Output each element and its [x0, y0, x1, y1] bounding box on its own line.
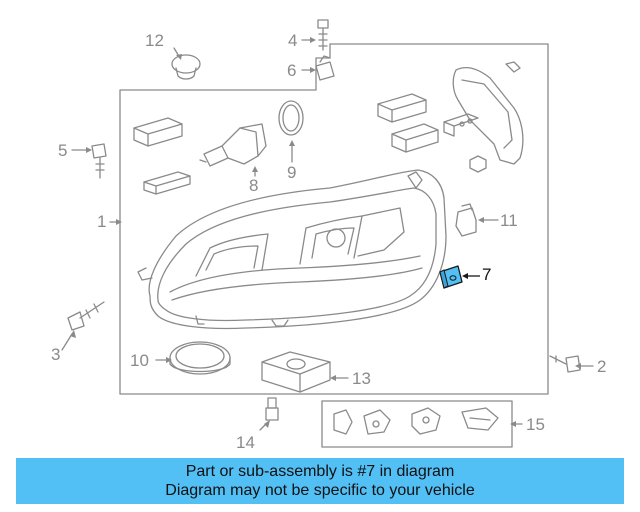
info-banner: Part or sub-assembly is #7 in diagram Di…	[16, 458, 624, 504]
callout-5: 5	[58, 141, 68, 160]
callout-13: 13	[352, 369, 371, 388]
seal-ring-10	[169, 341, 231, 375]
seal-ring-9	[278, 100, 304, 136]
callout-12: 12	[145, 31, 164, 50]
housing-cover	[452, 61, 524, 165]
adjuster-11	[455, 203, 477, 237]
callout-4: 4	[288, 31, 298, 50]
bolt-2	[549, 355, 581, 373]
module-group	[377, 93, 487, 173]
parts-diagram	[61, 19, 594, 448]
clip-6	[315, 55, 335, 81]
assembly-outline	[119, 43, 549, 395]
callout-7: 7	[482, 265, 492, 284]
bolt-3	[67, 301, 105, 331]
callout-14: 14	[236, 433, 255, 452]
part-7-highlighted	[439, 265, 480, 289]
callout-1: 1	[97, 212, 107, 231]
callout-15: 15	[526, 415, 545, 434]
callout-2: 2	[597, 357, 607, 376]
callout-9: 9	[287, 163, 297, 182]
arrow-heads	[70, 37, 581, 428]
kit-15-items	[333, 407, 499, 435]
leader-3	[61, 333, 73, 351]
callout-6: 6	[287, 61, 297, 80]
connector-group	[133, 117, 191, 195]
headlight-housing	[137, 169, 447, 330]
screw-4	[317, 19, 329, 51]
callout-8: 8	[249, 176, 259, 195]
callout-11: 11	[500, 211, 518, 230]
banner-line-2: Diagram may not be specific to your vehi…	[165, 482, 475, 499]
bulb-socket-8	[199, 123, 267, 167]
cap-12	[171, 54, 201, 80]
banner-line-1: Part or sub-assembly is #7 in diagram	[185, 463, 455, 480]
callout-10: 10	[130, 351, 149, 370]
ballast-13	[261, 351, 331, 393]
bulb-14	[265, 397, 279, 421]
callout-3: 3	[51, 345, 61, 364]
bolt-5	[91, 143, 107, 179]
